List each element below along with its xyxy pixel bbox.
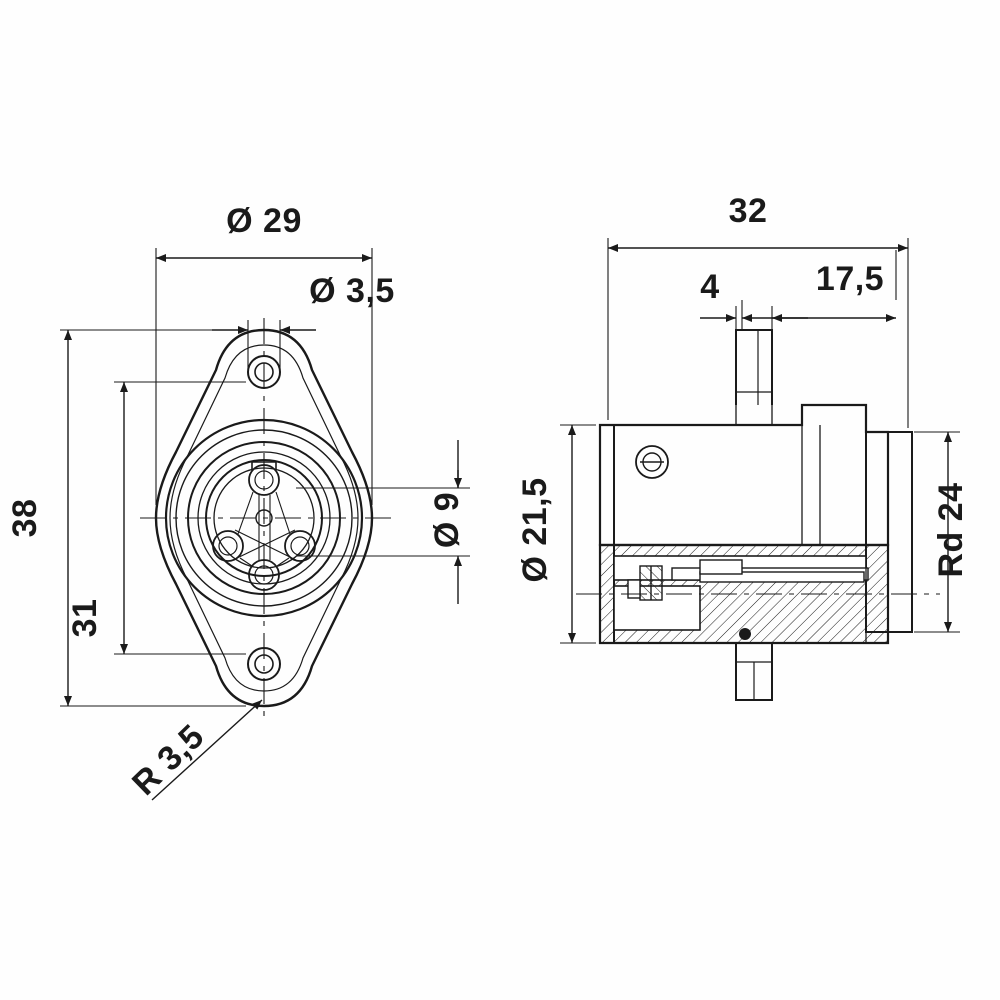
dim-label-rd24: Rd 24 xyxy=(932,482,970,577)
dim-label-r35: R 3,5 xyxy=(125,717,212,803)
side-view xyxy=(576,329,940,701)
dim-h38 xyxy=(60,329,246,707)
dim-label-h31: 31 xyxy=(66,599,104,638)
dim-d215 xyxy=(560,424,596,644)
dim-label-l4: 4 xyxy=(700,268,719,306)
dim-label-h38: 38 xyxy=(6,499,44,538)
dim-label-d9: Ø 9 xyxy=(428,492,466,548)
dim-label-l175: 17,5 xyxy=(816,260,884,298)
dim-h31 xyxy=(114,381,246,655)
front-view-dimensions xyxy=(60,248,470,801)
side-contact-stem xyxy=(699,559,865,583)
side-view-dimensions xyxy=(560,238,960,644)
dim-r35 xyxy=(151,699,263,801)
side-solder-dot xyxy=(739,628,751,640)
dim-label-d35: Ø 3,5 xyxy=(309,272,395,310)
front-view xyxy=(140,318,392,718)
dim-d9 xyxy=(296,440,470,604)
dim-rd24 xyxy=(914,431,960,633)
dim-label-l32: 32 xyxy=(729,192,768,230)
dim-d29 xyxy=(155,248,373,505)
front-center-lines xyxy=(140,318,392,718)
dim-l4 xyxy=(700,306,808,330)
dim-l175 xyxy=(741,250,897,330)
dim-l32 xyxy=(607,238,909,428)
side-key-post xyxy=(735,329,773,405)
side-screw-head xyxy=(635,445,669,479)
flange-outline xyxy=(154,328,374,708)
dim-label-d29: Ø 29 xyxy=(226,202,302,240)
dim-label-d215: Ø 21,5 xyxy=(516,477,554,582)
